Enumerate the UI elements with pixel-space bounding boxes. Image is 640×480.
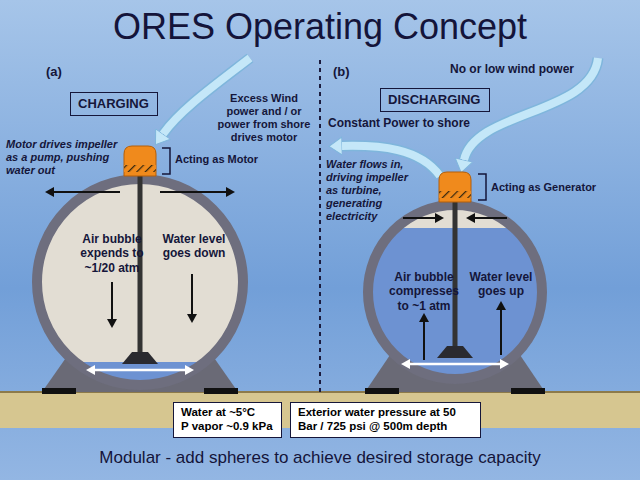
sphere-note: Water level goes down [158,232,230,261]
info-text: Water at ~5°C [181,406,274,420]
note: Excess Wind power and / or power from sh… [214,92,314,144]
divider [319,60,321,392]
info-text: Exterior water pressure at 50 Bar / 725 … [298,406,473,434]
storage-sphere: Air bubble expends to ~1/20 atmWater lev… [32,174,248,390]
panel-letter: (a) [46,64,62,79]
sphere-note: Air bubble expends to ~1/20 atm [70,232,154,275]
note: Constant Power to shore [328,116,470,130]
caption: Modular - add spheres to achieve desired… [0,448,640,468]
bracket [162,148,170,174]
level-arrow [500,310,502,355]
level-arrow [111,282,113,319]
motor-generator [124,146,156,176]
note: Water flows in, driving impeller as turb… [326,158,422,223]
motor-hatch [124,165,156,172]
info-box: Water at ~5°CP vapor ~0.9 kPa [173,402,282,438]
storage-sphere: Air bubble compresses to ~1 atmWater lev… [363,200,547,384]
stand-foot [204,388,238,394]
info-text: P vapor ~0.9 kPa [181,420,274,434]
mode-title: CHARGING [78,96,150,112]
flow-arrow [475,217,507,219]
impeller [437,346,473,358]
stand-foot [365,388,399,394]
level-arrow [191,274,193,314]
note: Motor drives impeller as a pump, pushing… [6,138,121,177]
panel-letter: (b) [333,64,350,79]
sphere-shell [32,174,248,390]
bracket [478,174,486,200]
title: ORES Operating Concept [0,6,640,48]
level-arrow [423,322,425,360]
stand-foot [42,388,76,394]
impeller [122,352,158,364]
sphere-note: Air bubble compresses to ~1 atm [385,270,463,313]
sphere-note: Water level goes up [467,270,535,299]
flow-arrow [403,217,435,219]
mode-box: CHARGING [70,92,158,116]
note: No or low wind power [450,62,574,76]
motor-generator [439,172,471,202]
mode-label: Acting as Generator [491,181,596,194]
flow-arrow [410,363,455,366]
motor-hatch [439,191,471,198]
mode-box: DISCHARGING [380,88,490,112]
stand-foot [511,388,545,394]
flow-arrow [54,191,120,193]
mode-label: Acting as Motor [175,153,258,166]
flow-arrow [455,363,500,366]
flow-arrow [160,191,226,193]
mode-title: DISCHARGING [388,92,482,108]
flow-arrow [95,369,140,372]
info-box: Exterior water pressure at 50 Bar / 725 … [290,402,481,438]
flow-arrow [140,369,185,372]
